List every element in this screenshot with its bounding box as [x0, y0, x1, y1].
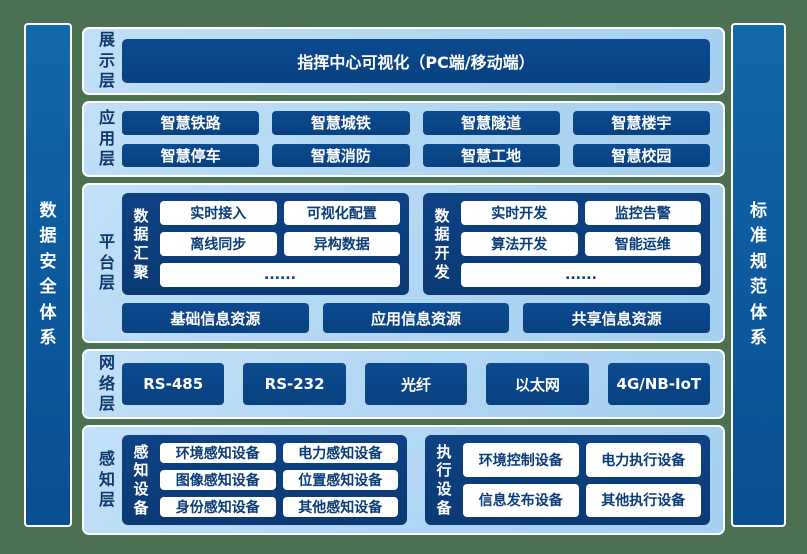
- group-data-aggregation-label: 数据汇聚: [133, 206, 149, 281]
- group-data-development-label: 数据开发: [434, 206, 450, 281]
- network-item-rs232: RS-232: [243, 363, 346, 405]
- app-item-smart-campus: 智慧校园: [572, 143, 710, 167]
- execution-item-power-execution: 电力执行设备: [585, 443, 701, 477]
- layer-application-label: 应用层: [99, 107, 116, 169]
- platform-item-realtime-access: 实时接入: [160, 201, 277, 225]
- platform-item-monitoring-alerts: 监控告警: [584, 201, 701, 225]
- resource-application-info: 应用信息资源: [322, 303, 510, 333]
- sensing-item-position: 位置感知设备: [282, 470, 398, 490]
- layer-network-label: 网络层: [99, 352, 116, 414]
- pillar-standards-label: 标准规范体系: [750, 200, 767, 349]
- application-grid: 智慧铁路 智慧城铁 智慧隧道 智慧楼宇 智慧停车 智慧消防 智慧工地 智慧校园: [122, 111, 710, 167]
- group-data-development: 数据开发 实时开发 监控告警 算法开发 智能运维 ......: [423, 193, 710, 295]
- group-execution-devices: 执行设备 环境控制设备 电力执行设备 信息发布设备 其他执行设备: [425, 435, 710, 525]
- command-center-visualization-box: 指挥中心可视化（PC端/移动端）: [122, 39, 710, 83]
- sensing-item-other: 其他感知设备: [282, 497, 398, 517]
- layer-display-body: 指挥中心可视化（PC端/移动端）: [122, 37, 710, 85]
- resource-basic-info: 基础信息资源: [122, 303, 309, 333]
- platform-item-more-aggregation: ......: [160, 263, 400, 287]
- platform-body: 数据汇聚 实时接入 可视化配置 离线同步 异构数据 ...... 数据开发: [122, 193, 711, 333]
- layer-application: 应用层 智慧铁路 智慧城铁 智慧隧道 智慧楼宇 智慧停车 智慧消防 智慧工地 智…: [82, 101, 725, 177]
- platform-item-more-development: ......: [461, 263, 701, 287]
- execution-item-environment-control: 环境控制设备: [463, 443, 579, 477]
- execution-item-other-execution: 其他执行设备: [585, 483, 701, 517]
- layer-display-label: 展示层: [99, 29, 116, 91]
- pillar-data-security: 数据安全体系: [24, 23, 72, 527]
- layer-platform-label: 平台层: [99, 231, 116, 293]
- platform-item-offline-sync: 离线同步: [160, 232, 277, 256]
- execution-item-info-publishing: 信息发布设备: [463, 483, 579, 517]
- layer-perception-label: 感知层: [99, 448, 116, 510]
- platform-item-intelligent-ops: 智能运维: [584, 232, 701, 256]
- platform-item-algorithm-dev: 算法开发: [461, 232, 578, 256]
- pillar-standards: 标准规范体系: [731, 23, 786, 527]
- layer-perception: 感知层 感知设备 环境感知设备 电力感知设备 图像感知设备 位置感知设备 身份感…: [82, 425, 725, 535]
- resource-shared-info: 共享信息资源: [523, 303, 711, 333]
- group-sensing-devices-grid: 环境感知设备 电力感知设备 图像感知设备 位置感知设备 身份感知设备 其他感知设…: [160, 443, 398, 517]
- sensing-item-environment: 环境感知设备: [160, 443, 276, 463]
- platform-item-realtime-dev: 实时开发: [461, 201, 578, 225]
- group-sensing-devices: 感知设备 环境感知设备 电力感知设备 图像感知设备 位置感知设备 身份感知设备 …: [122, 435, 407, 525]
- group-data-development-grid: 实时开发 监控告警 算法开发 智能运维 ......: [461, 201, 701, 287]
- layers-column: 展示层 指挥中心可视化（PC端/移动端） 应用层 智慧铁路 智慧城铁 智慧隧道 …: [82, 27, 725, 535]
- network-item-rs485: RS-485: [122, 363, 225, 405]
- layer-network: 网络层 RS-485 RS-232 光纤 以太网 4G/NB-IoT: [82, 349, 725, 419]
- sensing-item-image: 图像感知设备: [160, 470, 276, 490]
- platform-resources: 基础信息资源 应用信息资源 共享信息资源: [122, 303, 711, 333]
- app-item-smart-firefighting: 智慧消防: [272, 143, 410, 167]
- sensing-item-power: 电力感知设备: [282, 443, 398, 463]
- app-item-smart-worksite: 智慧工地: [422, 143, 560, 167]
- app-item-smart-parking: 智慧停车: [122, 143, 260, 167]
- platform-groups: 数据汇聚 实时接入 可视化配置 离线同步 异构数据 ...... 数据开发: [122, 193, 710, 295]
- sensing-item-identity: 身份感知设备: [160, 497, 276, 517]
- app-item-smart-metro: 智慧城铁: [272, 111, 410, 135]
- network-item-fiber: 光纤: [364, 363, 468, 405]
- platform-item-heterogeneous-data: 异构数据: [283, 232, 400, 256]
- platform-item-visual-config: 可视化配置: [283, 201, 400, 225]
- layer-platform: 平台层 数据汇聚 实时接入 可视化配置 离线同步 异构数据 ......: [82, 183, 725, 343]
- group-sensing-devices-label: 感知设备: [133, 442, 149, 517]
- app-item-smart-tunnel: 智慧隧道: [422, 111, 560, 135]
- network-item-4g-nbiot: 4G/NB-IoT: [607, 363, 711, 405]
- network-item-ethernet: 以太网: [486, 363, 589, 405]
- group-execution-devices-grid: 环境控制设备 电力执行设备 信息发布设备 其他执行设备: [463, 443, 701, 517]
- network-items: RS-485 RS-232 光纤 以太网 4G/NB-IoT: [122, 359, 711, 409]
- app-item-smart-building: 智慧楼宇: [572, 111, 710, 135]
- app-item-smart-railway: 智慧铁路: [122, 111, 260, 135]
- group-data-aggregation-grid: 实时接入 可视化配置 离线同步 异构数据 ......: [160, 201, 400, 287]
- pillar-data-security-label: 数据安全体系: [39, 200, 57, 349]
- layer-display: 展示层 指挥中心可视化（PC端/移动端）: [82, 27, 725, 95]
- group-data-aggregation: 数据汇聚 实时接入 可视化配置 离线同步 异构数据 ......: [122, 193, 409, 295]
- perception-groups: 感知设备 环境感知设备 电力感知设备 图像感知设备 位置感知设备 身份感知设备 …: [122, 435, 710, 525]
- group-execution-devices-label: 执行设备: [436, 442, 452, 517]
